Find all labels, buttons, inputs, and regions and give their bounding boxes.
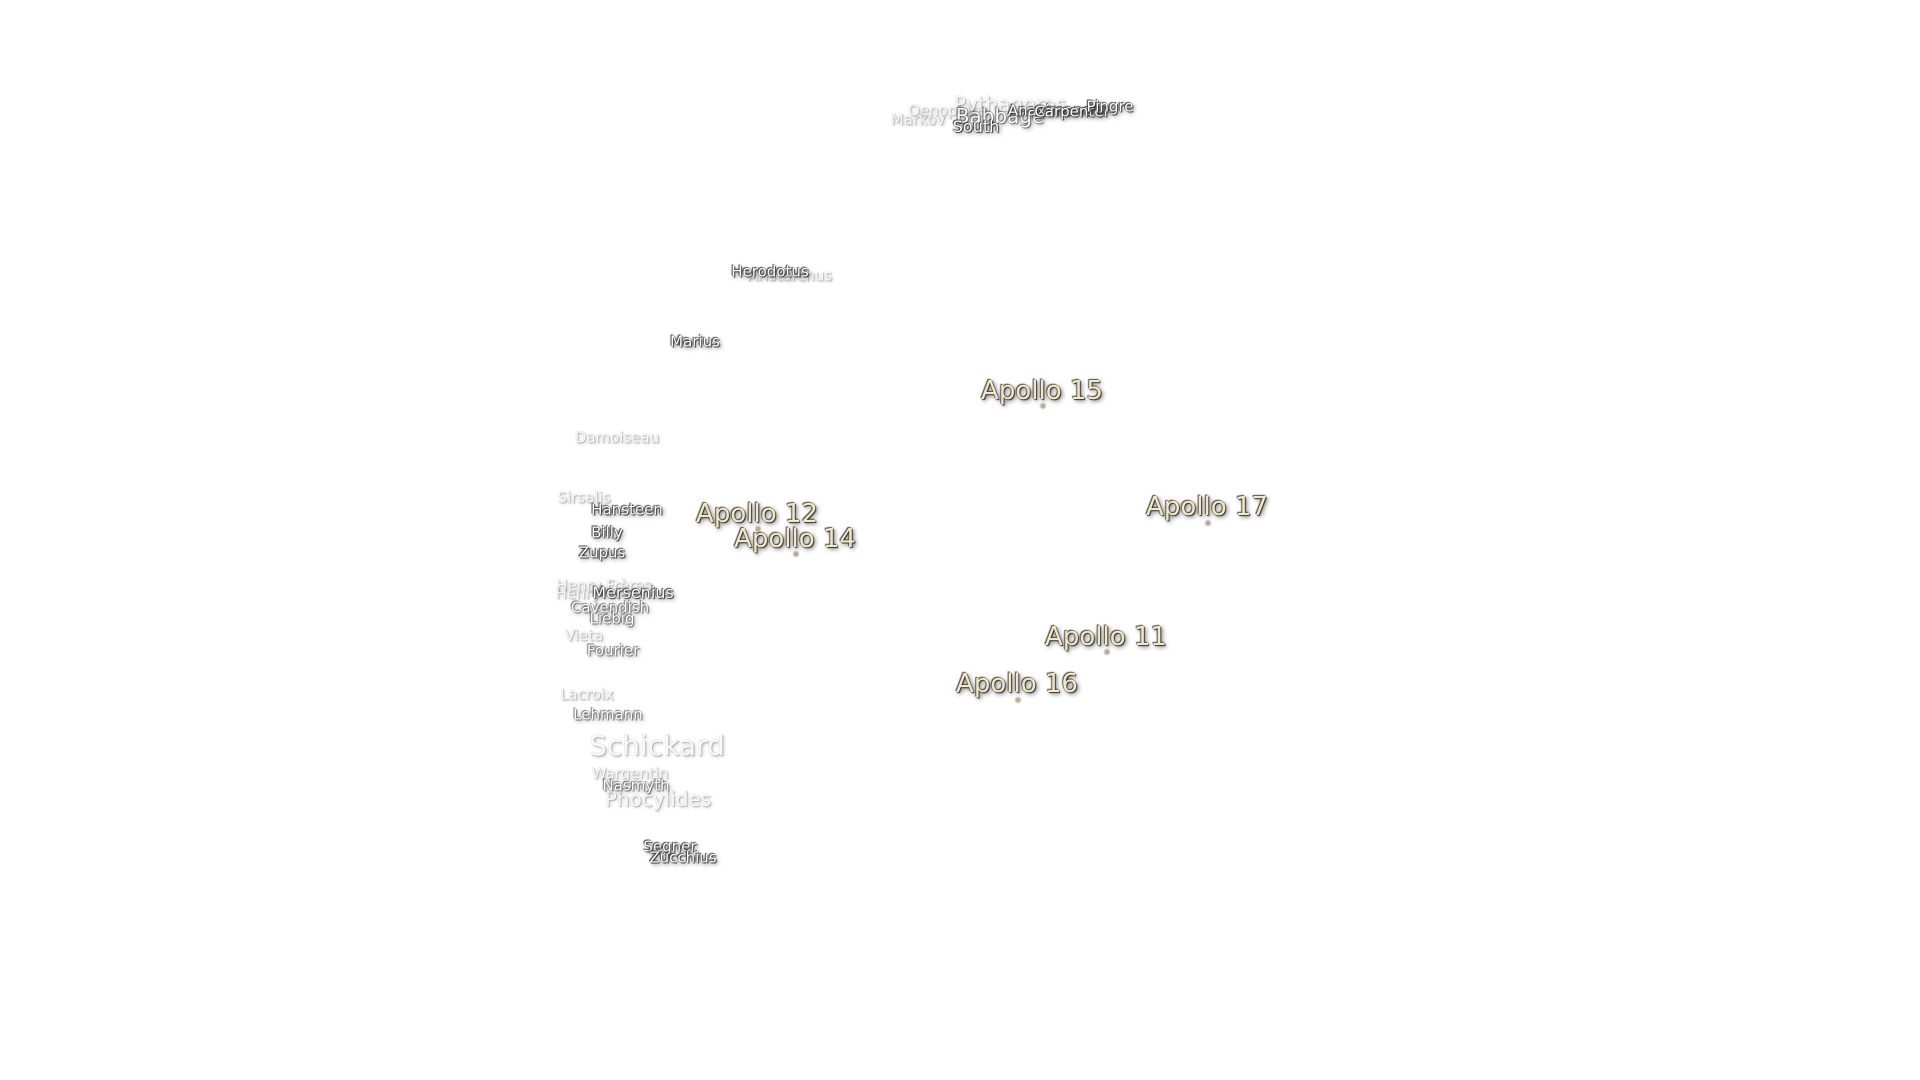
crater-label-south[interactable]: South: [952, 117, 1000, 136]
landing-site-apollo-12[interactable]: Apollo 12: [696, 499, 818, 529]
landing-site-marker[interactable]: [794, 552, 798, 556]
crater-label-lehmann[interactable]: Lehmann: [573, 705, 643, 724]
crater-label-anaximander[interactable]: Anaximander: [1007, 101, 1109, 120]
landing-site-marker[interactable]: [1105, 650, 1109, 654]
crater-label-lacroix[interactable]: Lacroix: [560, 685, 614, 704]
crater-label-nasmyth[interactable]: Nasmyth: [602, 776, 670, 795]
crater-label-segner[interactable]: Segner: [643, 837, 697, 856]
landing-site-apollo-17[interactable]: Apollo 17: [1146, 492, 1268, 522]
crater-label-cavendish[interactable]: Cavendish: [570, 598, 650, 617]
crater-label-billy[interactable]: Billy: [591, 523, 623, 542]
landing-site-apollo-14[interactable]: Apollo 14: [734, 524, 856, 554]
crater-label-henry-freres[interactable]: Henry Frères: [556, 576, 652, 595]
crater-label-oenopides[interactable]: Oenopides: [908, 101, 988, 120]
landing-site-marker[interactable]: [1041, 404, 1045, 408]
crater-label-pingre[interactable]: Pingre: [1086, 97, 1134, 116]
crater-label-herodotus[interactable]: Herodotus: [731, 262, 809, 281]
crater-label-carpenter[interactable]: Carpenter: [1034, 102, 1110, 121]
crater-label-schickard[interactable]: Schickard: [589, 729, 725, 762]
crater-label-vieta[interactable]: Vieta: [564, 626, 604, 645]
landing-site-marker[interactable]: [756, 527, 760, 531]
crater-label-pythagoras[interactable]: Pythagoras: [953, 92, 1067, 116]
crater-label-damoiseau[interactable]: Damoiseau: [574, 428, 660, 447]
crater-label-marius[interactable]: Marius: [670, 332, 720, 351]
crater-label-zucchius[interactable]: Zucchius: [649, 848, 717, 867]
crater-label-babbage[interactable]: Babbage: [955, 104, 1045, 128]
crater-label-wargentin[interactable]: Wargentin: [591, 764, 669, 783]
crater-label-markov[interactable]: Markov: [890, 110, 946, 129]
crater-label-sirsalis[interactable]: Sirsalis: [557, 488, 611, 507]
landing-site-apollo-11[interactable]: Apollo 11: [1045, 622, 1167, 652]
crater-label-zupus[interactable]: Zupus: [578, 543, 626, 562]
landing-site-apollo-15[interactable]: Apollo 15: [981, 376, 1103, 406]
crater-label-mersenius[interactable]: Mersenius: [592, 583, 674, 602]
landing-site-marker[interactable]: [1206, 521, 1210, 525]
crater-label-liebig[interactable]: Liebig: [589, 609, 635, 628]
crater-label-fourier[interactable]: Fourier: [586, 641, 640, 660]
landing-site-apollo-16[interactable]: Apollo 16: [956, 669, 1078, 699]
landing-site-marker[interactable]: [1016, 698, 1020, 702]
crater-label-phocylides[interactable]: Phocylides: [604, 787, 712, 811]
crater-label-aristarchus[interactable]: Aristarchus: [747, 266, 833, 285]
crater-label-henry[interactable]: Henry: [555, 584, 601, 603]
crater-label-hansteen[interactable]: Hansteen: [591, 500, 663, 519]
